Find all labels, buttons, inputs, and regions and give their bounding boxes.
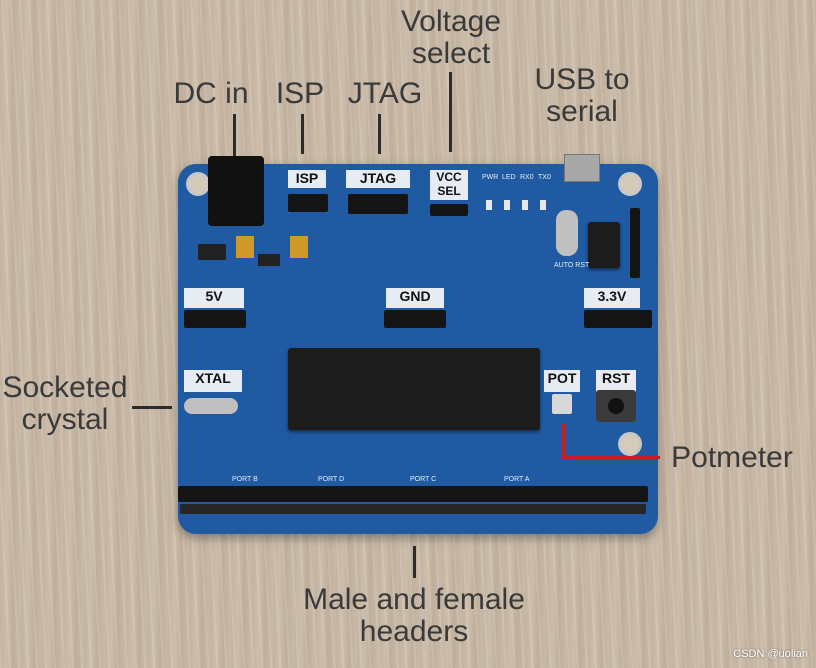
leader-jtag xyxy=(378,114,381,154)
usb-crystal xyxy=(556,210,578,256)
callout-voltage-select: Voltage select xyxy=(400,5,502,70)
label-5v: 5V xyxy=(184,288,244,308)
callout-socketed-crystal: Socketed crystal xyxy=(2,371,128,436)
regulator-3v3 xyxy=(258,254,280,266)
usb-serial-chip xyxy=(588,222,620,268)
label-rst: RST xyxy=(596,370,636,392)
callout-jtag: JTAG xyxy=(347,77,423,110)
silk-port-c: PORT C xyxy=(410,476,437,483)
callout-isp: ISP xyxy=(275,77,325,110)
callout-usb-to-serial: USB to serial xyxy=(534,63,630,128)
callout-dc-in: DC in xyxy=(173,77,249,110)
leader-dc-in xyxy=(233,114,236,160)
silk-port-d: PORT D xyxy=(318,476,345,483)
label-gnd: GND xyxy=(386,288,444,308)
usb-connector xyxy=(564,154,600,182)
label-isp: ISP xyxy=(288,170,326,188)
leader-potmeter-horizontal xyxy=(562,456,660,459)
potmeter[interactable] xyxy=(552,394,572,414)
silk-rx0: RX0 xyxy=(520,174,534,181)
label-3v3: 3.3V xyxy=(584,288,640,308)
callout-male-female-headers: Male and female headers xyxy=(303,583,525,648)
bottom-male-header xyxy=(180,504,646,514)
led-user xyxy=(504,200,510,210)
label-pot: POT xyxy=(544,370,580,392)
isp-header xyxy=(288,194,328,212)
silk-port-b: PORT B xyxy=(232,476,258,483)
vcc-select-jumper xyxy=(430,204,468,216)
jtag-header xyxy=(348,194,408,214)
led-tx xyxy=(540,200,546,210)
cap-1 xyxy=(236,236,254,258)
silk-tx0: TX0 xyxy=(538,174,551,181)
label-vcc-sel: VCC SEL xyxy=(430,170,468,200)
gnd-header xyxy=(384,310,446,328)
callout-potmeter: Potmeter xyxy=(671,441,793,474)
cap-2 xyxy=(290,236,308,258)
mount-hole-top-right xyxy=(618,172,642,196)
silk-port-a: PORT A xyxy=(504,476,530,483)
watermark: CSDN @uolian xyxy=(733,648,808,660)
silk-pwr: PWR xyxy=(482,174,499,181)
leader-isp xyxy=(301,114,304,154)
dev-board: ISP JTAG VCC SEL PWR LED RX0 TX0 AUTO RS… xyxy=(178,154,658,534)
header-right-column xyxy=(630,208,640,278)
leader-headers xyxy=(413,546,416,578)
leader-voltage-select xyxy=(449,72,452,152)
regulator-5v xyxy=(198,244,226,260)
atmega-mcu xyxy=(288,348,540,430)
mount-hole-top-left xyxy=(186,172,210,196)
bottom-female-header xyxy=(178,486,648,502)
label-xtal: XTAL xyxy=(184,370,242,392)
led-pwr xyxy=(486,200,492,210)
led-rx xyxy=(522,200,528,210)
leader-potmeter-vertical xyxy=(562,424,565,458)
3v3-header xyxy=(584,310,652,328)
5v-header xyxy=(184,310,246,328)
silk-auto-rst: AUTO RST xyxy=(554,262,590,269)
reset-button-cap xyxy=(608,398,624,414)
dc-jack xyxy=(208,156,264,226)
leader-socketed-crystal xyxy=(132,406,172,409)
label-jtag: JTAG xyxy=(346,170,410,188)
mount-hole-bottom-right xyxy=(618,432,642,456)
silk-led: LED xyxy=(502,174,516,181)
socketed-crystal xyxy=(184,398,238,414)
